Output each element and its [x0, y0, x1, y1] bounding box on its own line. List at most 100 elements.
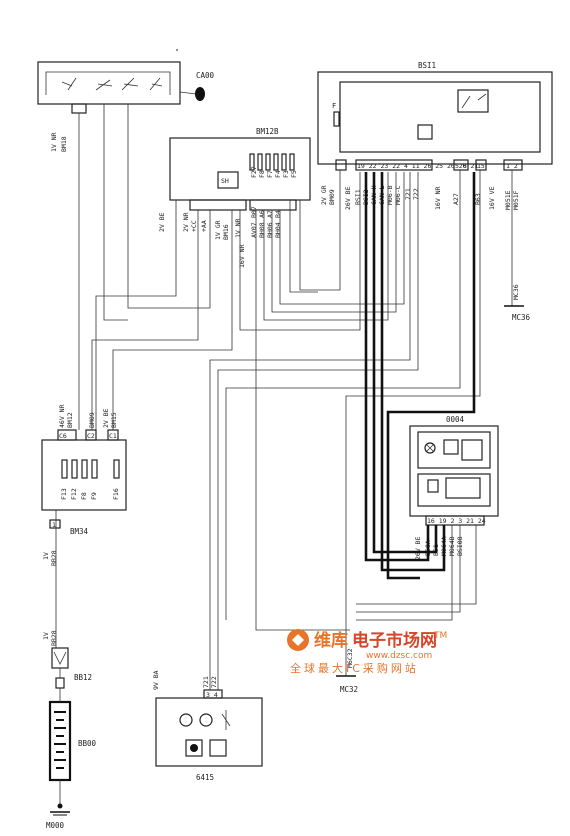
bm12b-out-av07: AV07 [250, 222, 258, 238]
m000-node [57, 803, 63, 809]
bm12b-relay-box [217, 171, 239, 189]
b415-pins: 3 4 [206, 691, 218, 699]
lamp-icon [424, 442, 436, 454]
bsi1-mc-f: M051F [512, 190, 520, 210]
wire-bm12b-out6 [239, 172, 361, 331]
bsi1-relay-box [457, 89, 489, 113]
motor-icon-1 [179, 713, 193, 727]
bsi1-pin-strip-mc [503, 159, 523, 171]
bm12b-out-bh08: BH08 [258, 222, 266, 238]
bm12b-pin-strip-left [189, 199, 247, 211]
wire-bm12b-out5 [289, 200, 318, 293]
bm12b-out2-b07: B07 [250, 206, 258, 218]
bsi1-pin-strip-2 [453, 159, 469, 171]
bsi1-sig-721: 721 [404, 188, 412, 200]
bb00-cells [54, 711, 66, 769]
bm12b-pin-strip-right [249, 199, 297, 211]
bm12b-fuse-f4 [273, 153, 279, 171]
b415-sig-722: 722 [210, 676, 218, 688]
bb12-conn: 1V [42, 632, 50, 640]
fan-icon-hub [190, 744, 198, 752]
ooo4-component: 0004 16 19 2 3 21 24 26V BE B50A B51 M06… [409, 415, 499, 560]
bm12b-fuse-lbl-f4: F4 [274, 170, 282, 178]
bsi1-component: BSI1 F 19 22 23 22 4 11 26 25 20 20 21 5… [317, 61, 553, 210]
bsi1-sig-m06c: M06-C [394, 185, 402, 205]
watermark-logo-mark [292, 634, 304, 646]
watermark-slogan: 全球最大IC采购网站 [290, 661, 419, 675]
bm12b-fuse-lbl-f27: F27 [250, 166, 258, 178]
bm34-fuse-f16 [113, 459, 120, 479]
ooo4-pin-strip [425, 515, 485, 526]
grounds: MC36 MC36 M6C32 MC32 [336, 170, 531, 694]
bb00-label: BB00 [78, 739, 97, 748]
wire-bsi1-left [299, 170, 341, 291]
bsi1-conn3-pin: 15 [477, 162, 485, 170]
wire-bm12b-out3 [271, 172, 397, 313]
ooo4-pins: 16 19 2 3 21 24 [427, 517, 486, 525]
bsi1-sig-m06b: M06-B [386, 185, 394, 205]
mc36-ground-label: MC36 [512, 284, 520, 300]
bsi1-conn2: 16V NR [434, 186, 442, 210]
b415-box [155, 697, 263, 767]
watermark: 维库 电子市场网 TM www.dzsc.com 全球最大IC采购网站 [287, 629, 447, 675]
bm12b-bus-label: 16V NR [238, 244, 246, 268]
watermark-title: 电子市场网 [352, 630, 437, 651]
bm34-fuse-lbl-f12: F12 [70, 488, 78, 500]
bm12b-fuse-lbl-f3: F3 [282, 170, 290, 178]
bm34-conn-nr: 46V NR [58, 404, 66, 428]
b415-conn: 9V BA [152, 670, 160, 690]
mc32-ground-label: M6C32 [346, 648, 354, 668]
bm34-out-conn: 1V [42, 552, 50, 560]
bm12b-sig-cc: +CC [190, 220, 198, 232]
wire-ooo4-m064a [356, 525, 453, 621]
can-wire-3 [380, 172, 446, 572]
ca00-key-icon [195, 87, 205, 101]
wire-bm12b-bm34-a [95, 200, 177, 430]
bm12b-component: BM12B SH F27 F8 F7 F4 F3 F5 2V BE 2V NR … [158, 127, 311, 268]
ca00-pin-label: BM18 [60, 136, 68, 152]
bm12b-out-bh04: BH04 [274, 222, 282, 238]
wire-b63 [345, 170, 481, 580]
wire-721 [209, 172, 411, 690]
ca00-inner-frame [45, 71, 171, 95]
bm34-fuse-lbl-f16: F16 [112, 488, 120, 500]
bsi1-left-conn: 2V GR [320, 185, 328, 205]
wire-bm12b-bm34-b [91, 210, 199, 430]
bsi1-pin-row: 19 22 23 22 4 11 26 25 20 20 21 [357, 162, 478, 170]
gauge-icon [443, 439, 459, 455]
sensor-icon [221, 710, 231, 730]
bsi1-conn2-pins: 5 6 [455, 162, 467, 170]
bm34-pin-c6-lbl: C6 [59, 432, 67, 440]
ooo4-conn: 26V BE [414, 536, 422, 560]
bsi1-sig-bsi1: BSI1 [354, 189, 362, 205]
bm12b-sig-aa: +AA [200, 220, 208, 232]
fan-icon [185, 739, 203, 757]
bm34-fuse-lbl-f13: F13 [60, 488, 68, 500]
bm34-fuse-f9 [91, 459, 98, 479]
bsi1-f-label: F [332, 102, 336, 110]
bm34-conn-be: 2V BE [102, 408, 110, 428]
can-bus-bundle [364, 172, 476, 580]
can-wire-2 [372, 172, 438, 554]
bm12b-relay-label: SH [221, 177, 229, 185]
bm12b-fuse-f7 [265, 153, 271, 171]
watermark-brand: 维库 [314, 630, 348, 651]
wire-722 [217, 172, 419, 690]
bm12b-fuse-lbl-f5: F5 [290, 170, 298, 178]
bm34-pin-bm12: BM12 [66, 412, 74, 428]
bm34-pin-bm15: BM15 [110, 412, 118, 428]
bm34-fuse-lbl-f8: F8 [80, 492, 88, 500]
bm34-pin-c6 [57, 429, 77, 441]
bm12b-fuse-lbl-f7: F7 [266, 170, 274, 178]
watermark-tm: TM [433, 631, 447, 641]
bm34-fuse-f12 [71, 459, 78, 479]
ca00-contact-3 [121, 77, 139, 91]
ooo4-lower-box [417, 473, 491, 507]
display-icon [461, 439, 483, 461]
bm12b-out-bh06: BH06 [266, 222, 274, 238]
bm12b-conn-nr: 2V NR [182, 212, 190, 232]
b415-pin-strip [203, 689, 223, 699]
bm34-fuse-f13 [61, 459, 68, 479]
bm12b-sig-bm16: BM16 [222, 224, 230, 240]
